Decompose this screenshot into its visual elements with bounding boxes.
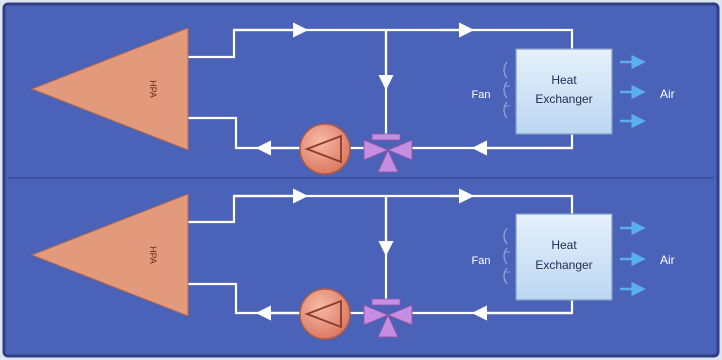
pipes — [188, 188, 574, 321]
fan-label: Fan — [472, 255, 491, 267]
heat-exchanger-label-line1: Heat — [551, 73, 577, 87]
heat-exchanger — [515, 213, 613, 301]
heat-exchanger-label-line2: Exchanger — [535, 258, 592, 272]
air-arrow-icon — [620, 220, 646, 297]
heat-exchanger-label-line2: Exchanger — [535, 92, 592, 106]
pump-icon — [299, 123, 351, 175]
air-label: Air — [660, 253, 675, 267]
circuit-1: HPA Fan Heat Exchanger — [30, 22, 675, 175]
hpa-label: HPA — [148, 80, 158, 98]
fan-label: Fan — [472, 89, 491, 101]
heat-exchanger-label-line1: Heat — [551, 238, 577, 252]
three-way-valve-icon — [363, 133, 413, 173]
fan-icon — [503, 227, 510, 285]
hpa-triangle-icon — [30, 27, 189, 151]
air-label: Air — [660, 87, 675, 101]
pipes — [188, 22, 574, 156]
circuit-2: HPA Fan Heat Exchanger Air — [30, 188, 675, 340]
pump-icon — [299, 288, 351, 340]
three-way-valve-icon — [363, 298, 413, 338]
heat-exchanger — [515, 48, 613, 135]
hpa-triangle-icon — [30, 193, 189, 317]
hpa-label: HPA — [148, 246, 158, 264]
fan-icon — [503, 61, 510, 119]
air-arrow-icon — [620, 54, 646, 129]
